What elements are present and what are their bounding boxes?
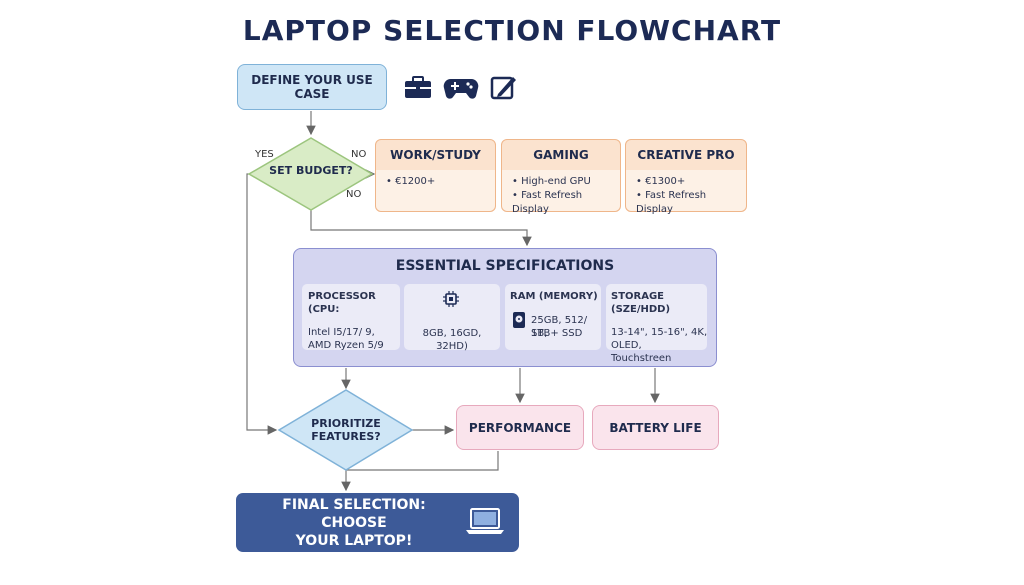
category-line: • €1300+ <box>636 176 686 187</box>
briefcase-icon <box>403 72 433 102</box>
category-line: • High-end GPU <box>512 176 591 187</box>
category-line: • Fast Refresh Display <box>512 190 583 215</box>
category-title: GAMING <box>533 148 589 162</box>
prioritize-line: FEATURES? <box>311 430 381 443</box>
spec-processor: PROCESSOR (CPU: Intel I5/17/ 9, AMD Ryze… <box>302 284 400 351</box>
category-line: • Fast Refresh Display <box>636 190 707 215</box>
category-title: CREATIVE PRO <box>637 148 735 162</box>
final-selection-box: FINAL SELECTION: CHOOSE YOUR LAPTOP! <box>236 493 519 552</box>
prioritize-label: PRIORITIZE FEATURES? <box>294 417 398 443</box>
yes-label: YES <box>255 149 274 160</box>
spec-heading: STORAGE (SZE/HDD) <box>611 291 671 315</box>
prioritize-diamond <box>277 389 414 471</box>
laptop-icon <box>465 507 505 542</box>
battery-life-box: BATTERY LIFE <box>592 405 719 450</box>
arrow-budget-to-specs <box>310 210 532 247</box>
final-line: YOUR LAPTOP! <box>295 532 413 549</box>
category-creative-pro: CREATIVE PRO • €1300+ • Fast Refresh Dis… <box>625 139 747 215</box>
budget-diamond <box>247 137 374 211</box>
category-work-study: WORK/STUDY • €1200+ <box>375 139 496 212</box>
spec-memory: RAM (MEMORY) 25GB, 512/ SB, 1TB+ SSD <box>505 284 601 350</box>
chip-icon <box>442 290 460 312</box>
prioritize-line: PRIORITIZE <box>311 417 381 430</box>
spec-line: 8GB, 16GD, 32HD) <box>422 328 482 352</box>
category-details: • €1300+ • Fast Refresh Display <box>626 170 746 215</box>
spec-heading: PROCESSOR (CPU: <box>308 291 376 315</box>
pen-tablet-icon <box>489 72 519 102</box>
budget-label: SET BUDGET? <box>269 164 353 177</box>
spec-heading: RAM (MEMORY) <box>510 291 598 302</box>
line-performance-merge <box>346 451 499 471</box>
category-gaming: GAMING • High-end GPU • Fast Refresh Dis… <box>501 139 621 215</box>
category-title: WORK/STUDY <box>390 148 481 162</box>
spec-line: AMD Ryzen 5/9 <box>308 340 384 351</box>
final-text: FINAL SELECTION: CHOOSE YOUR LAPTOP! <box>254 496 454 550</box>
specs-title: ESSENTIAL SPECIFICATIONS <box>395 258 615 274</box>
use-case-box: DEFINE YOUR USE CASE <box>237 64 387 110</box>
performance-box: PERFORMANCE <box>456 405 584 450</box>
page-title: LAPTOP SELECTION FLOWCHART <box>242 14 782 47</box>
category-details: • €1200+ <box>376 170 495 211</box>
arrow-yes-to-prioritize <box>246 173 278 435</box>
gamepad-icon <box>443 72 479 102</box>
spec-line: Intel I5/17/ 9, <box>308 327 375 338</box>
spec-line: 1TB+ SSD <box>531 328 583 339</box>
no-label-top: NO <box>351 149 367 160</box>
drive-icon <box>512 311 526 333</box>
spec-line: 25GB, 512/ SB, <box>531 315 588 339</box>
spec-line: 13-14", 15-16", 4K, <box>611 327 708 338</box>
spec-line: OLED, Touchstreen <box>611 340 672 364</box>
spec-storage: STORAGE (SZE/HDD) 13-14", 15-16", 4K, OL… <box>606 284 708 364</box>
category-line: • €1200+ <box>386 176 436 187</box>
no-label-bottom: NO <box>346 189 362 200</box>
spec-ram-detail: 8GB, 16GD, 32HD) <box>404 284 500 352</box>
category-details: • High-end GPU • Fast Refresh Display <box>502 170 620 215</box>
final-line: FINAL SELECTION: CHOOSE <box>282 496 426 531</box>
